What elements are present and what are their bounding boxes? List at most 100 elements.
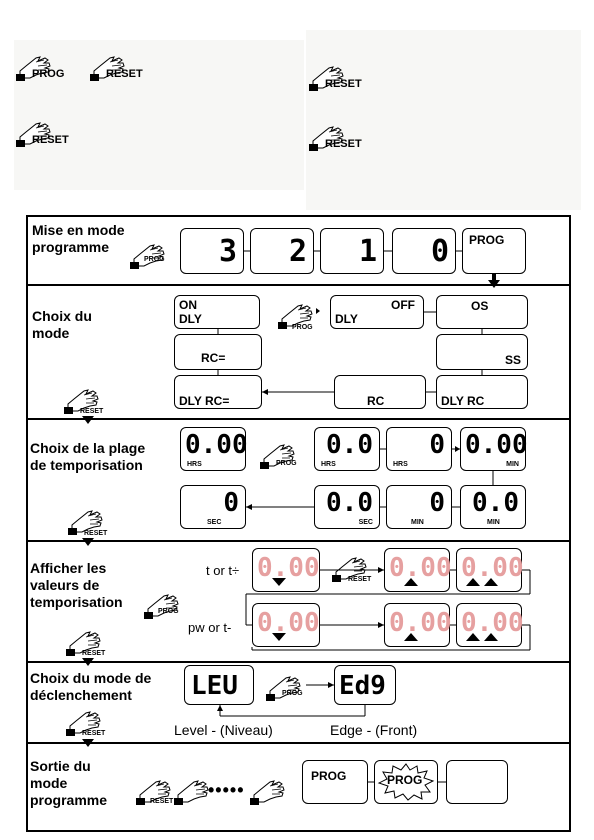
lcd-on-dly: ON DLY	[174, 295, 260, 329]
lcd-range: 0.0 HRS	[314, 427, 380, 471]
reset-label: RESET	[348, 576, 372, 583]
section-title: Sortie du mode programme	[30, 758, 108, 808]
lcd-prog: PROG	[462, 228, 526, 274]
section-divider	[26, 540, 571, 542]
flow-arrow	[82, 739, 94, 747]
section-divider	[26, 284, 571, 286]
section-title: Choix du mode	[32, 308, 92, 341]
lcd-digit: 0.00	[257, 608, 320, 638]
lcd-value: 0.00	[252, 603, 320, 647]
lcd-range: 0 SEC	[180, 485, 246, 529]
lcd-range: 0.00 MIN	[460, 427, 528, 471]
reset-label: RESET	[84, 530, 108, 537]
lcd-value: 0.00	[384, 548, 452, 592]
lcd-text: DLY	[335, 312, 358, 326]
lcd-digit: 1	[358, 234, 377, 269]
prog-label: PROG	[282, 690, 303, 697]
lcd-text: OS	[471, 299, 489, 313]
lcd-ss: SS	[436, 334, 528, 370]
reset-label: RESET	[82, 650, 106, 657]
burst-icon	[377, 763, 435, 801]
section-title: Mise en mode programme	[32, 222, 125, 255]
section-title: Choix de la plage de temporisation	[30, 440, 146, 473]
lcd-dly-rc-eq: DLY RC=	[174, 375, 262, 409]
lcd-countdown-0: 0	[392, 228, 456, 274]
lcd-exit-blank	[446, 760, 508, 804]
flow-arrow	[82, 416, 94, 424]
edge-caption: Edge - (Front)	[330, 722, 418, 738]
lcd-digit: 0.00	[461, 608, 524, 638]
lcd-text: SS	[504, 353, 521, 367]
lcd-countdown-2: 2	[250, 228, 314, 274]
lcd-text: RC	[367, 394, 385, 408]
lcd-range: 0 HRS	[386, 427, 452, 471]
lcd-rc: RC	[334, 375, 426, 409]
lcd-text: OFF	[391, 298, 415, 312]
lcd-digit: 0.00	[465, 430, 528, 460]
prog-label: PROG	[292, 324, 313, 331]
lcd-digit: 0	[223, 488, 239, 518]
lcd-value: 0.00	[456, 603, 524, 647]
lcd-edge: Ed9	[334, 665, 396, 705]
lcd-rc-eq: RC=	[174, 334, 262, 370]
lcd-range: 0.00 HRS	[180, 427, 248, 471]
lcd-off-dly: OFF DLY	[330, 295, 424, 329]
lcd-value: 0.00	[456, 548, 524, 592]
lcd-unit: MIN	[506, 461, 519, 468]
flow-arrow	[82, 658, 94, 666]
lcd-unit: MIN	[487, 519, 500, 526]
lcd-digit: 0	[430, 234, 449, 269]
lcd-digit: 0	[429, 488, 445, 518]
flow-arrow	[492, 274, 496, 280]
lcd-value: 0.00	[252, 548, 320, 592]
lcd-range: 0 MIN	[386, 485, 452, 529]
reset-label: RESET	[325, 138, 362, 150]
reset-label: RESET	[106, 68, 143, 80]
section-divider	[26, 661, 571, 663]
lcd-text: PROG	[311, 769, 347, 783]
lcd-digit: 0.0	[326, 430, 373, 460]
reset-label: RESET	[80, 408, 104, 415]
prog-label: PROG	[32, 68, 65, 80]
section-divider	[26, 418, 571, 420]
lcd-text: PROG	[469, 233, 505, 247]
lcd-digit: 0.00	[389, 608, 452, 638]
lcd-countdown-1: 1	[320, 228, 384, 274]
lcd-range: 0.0 SEC	[314, 485, 380, 529]
lcd-digit: 0.0	[326, 488, 373, 518]
prog-label: PROG	[158, 608, 179, 615]
lcd-digit: 0	[429, 430, 445, 460]
level-caption: Level - (Niveau)	[174, 722, 273, 738]
lcd-digit: 0.00	[389, 553, 452, 583]
lcd-text: RC=	[201, 351, 226, 365]
prog-label: PROG	[144, 256, 165, 263]
flow-arrow	[488, 280, 500, 288]
section-title: Afficher les valeurs de temporisation	[30, 560, 123, 610]
lcd-dly-rc: DLY RC	[436, 375, 528, 409]
section-divider	[26, 742, 571, 744]
diagram-frame	[26, 215, 571, 832]
lcd-unit: SEC	[358, 519, 373, 526]
lcd-os: OS	[436, 295, 528, 329]
lcd-unit: HRS	[321, 461, 336, 468]
lcd-level: LEU	[184, 665, 254, 705]
lcd-range: 0.0 MIN	[460, 485, 526, 529]
flow-arrow	[82, 538, 94, 546]
lcd-unit: SEC	[207, 519, 222, 526]
pw-label: pw or t-	[188, 620, 232, 635]
lcd-digit: 3	[218, 234, 237, 269]
lcd-digit: 2	[288, 234, 307, 269]
repeat-dots: •••••	[208, 780, 245, 800]
lcd-digit: 0.00	[185, 430, 248, 460]
lcd-exit-flash: PROG	[374, 760, 438, 804]
prog-label: PROG	[276, 460, 297, 467]
lcd-digit: LEU	[191, 671, 238, 701]
lcd-digit: 0.00	[257, 553, 320, 583]
lcd-text: DLY RC=	[179, 394, 230, 408]
lcd-text: DLY RC	[441, 394, 485, 408]
section-title: Choix du mode de déclenchement	[30, 670, 152, 703]
lcd-text: PROG	[387, 773, 423, 787]
lcd-digit: 0.00	[461, 553, 524, 583]
lcd-digit: Ed9	[339, 671, 386, 701]
lcd-text: ON DLY	[179, 298, 202, 326]
